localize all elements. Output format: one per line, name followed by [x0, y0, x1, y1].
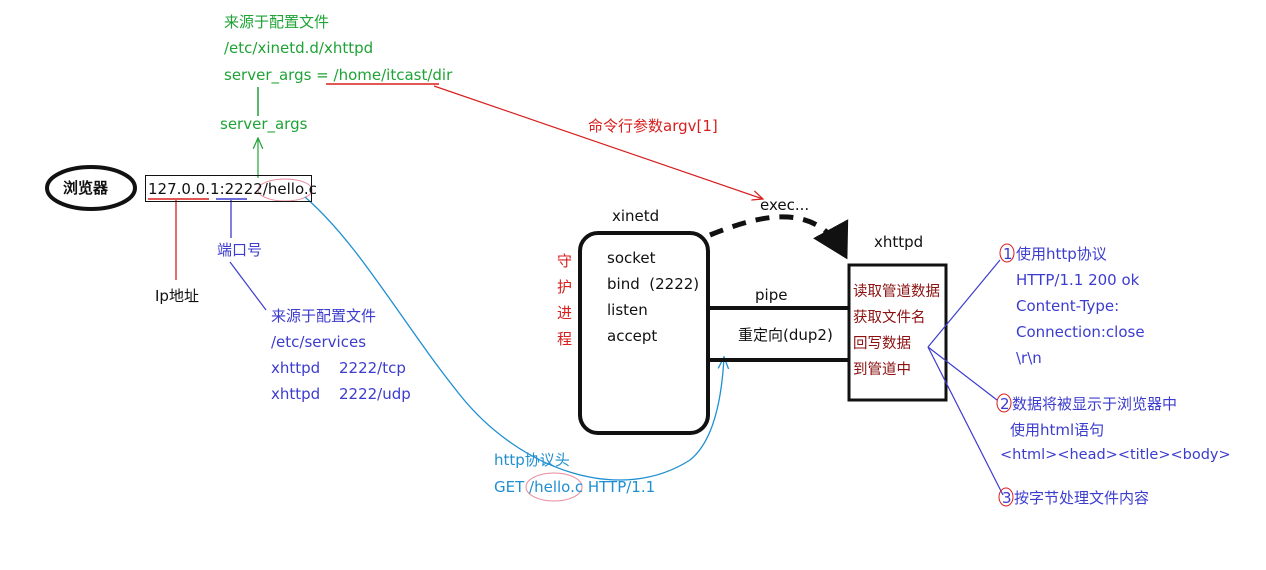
xhttpd-step-2: 获取文件名 [853, 310, 926, 326]
http-file: hello.c [534, 478, 584, 496]
port-label: 端口号 [217, 241, 263, 259]
argv-label: 命令行参数argv[1] [588, 117, 718, 135]
http-get: GET / [494, 478, 535, 496]
xhttpd-step-4: 到管道中 [853, 362, 911, 378]
note2-number: 2 [1000, 395, 1010, 413]
note1-circle [999, 243, 1015, 263]
note1-title: 使用http协议 [1016, 245, 1107, 263]
note1-line-4: \r\n [1016, 349, 1042, 367]
http-header-title: http协议头 [494, 451, 570, 469]
note1-link [927, 259, 1001, 348]
browser-label: 浏览器 [63, 179, 109, 197]
exec-label: exec... [760, 196, 810, 214]
xinetd-title: xinetd [612, 207, 660, 225]
xinetd-box [578, 231, 710, 435]
server-args-prefix: server_args = [224, 66, 334, 84]
services-source-label: 来源于配置文件 [271, 307, 377, 325]
url-ip: 127.0.0.1 [148, 180, 220, 198]
note3-number: 3 [1002, 489, 1012, 507]
url-path: /hello.c [262, 180, 317, 198]
daemon-char-4: 程 [557, 330, 573, 348]
note1-line-2: Content-Type: [1016, 297, 1120, 315]
call-accept: accept [607, 327, 658, 345]
xhttpd-title: xhttpd [874, 233, 924, 251]
services-row2-value: 2222/udp [339, 385, 411, 403]
note1-number: 1 [1003, 245, 1013, 263]
note2-line-2: <html><head><title><body> [1000, 447, 1231, 463]
note2-line-1: 使用html语句 [1010, 421, 1105, 439]
note3-link [927, 346, 1004, 496]
redirect-label: 重定向(dup2) [738, 326, 833, 344]
note2-link [927, 346, 998, 401]
note1-line-3: Connection:close [1016, 323, 1145, 341]
services-path: /etc/services [271, 333, 367, 351]
xhttpd-step-3: 回写数据 [853, 336, 911, 352]
services-row1-name: xhttpd [271, 359, 321, 377]
server-args-value: /home/itcast/dir [333, 66, 453, 84]
note3-circle [998, 487, 1014, 507]
url-text: 127.0.0.1:2222/hello.c [148, 180, 317, 198]
note1-line-1: HTTP/1.1 200 ok [1016, 271, 1140, 289]
call-socket: socket [607, 249, 656, 267]
url-port: 2222 [224, 180, 263, 198]
pipe-label: pipe [755, 286, 788, 304]
exec-dashed-curve [709, 214, 849, 260]
url-colon: : [219, 180, 225, 198]
http-request-line: GET /hello.c HTTP/1.1 [494, 478, 655, 496]
call-bind: bind (2222) [607, 275, 700, 293]
call-listen: listen [607, 301, 648, 319]
get-hello-ellipse [525, 472, 583, 502]
server-args-line: server_args = /home/itcast/dir [224, 66, 452, 84]
daemon-char-2: 护 [557, 278, 573, 296]
ip-label: Ip地址 [155, 287, 199, 305]
daemon-char-1: 守 [557, 252, 573, 270]
note2-circle [996, 393, 1012, 413]
note2-title: 数据将被显示于浏览器中 [1012, 395, 1178, 413]
xhttpd-step-1: 读取管道数据 [853, 284, 940, 300]
note3-title: 按字节处理文件内容 [1014, 489, 1150, 507]
server-args-label: server_args [220, 115, 308, 133]
services-link [229, 261, 267, 311]
xinetd-config-path: /etc/xinetd.d/xhttpd [224, 39, 374, 57]
services-row2-name: xhttpd [271, 385, 321, 403]
url-box [145, 175, 312, 202]
http-version: HTTP/1.1 [583, 478, 656, 496]
argv-arrow [433, 85, 763, 199]
config-source-label: 来源于配置文件 [224, 13, 330, 31]
xhttpd-box [847, 263, 948, 402]
services-row1-value: 2222/tcp [339, 359, 406, 377]
http-request-curve [304, 196, 724, 481]
browser-ellipse [45, 165, 137, 211]
daemon-char-3: 进 [557, 304, 573, 322]
